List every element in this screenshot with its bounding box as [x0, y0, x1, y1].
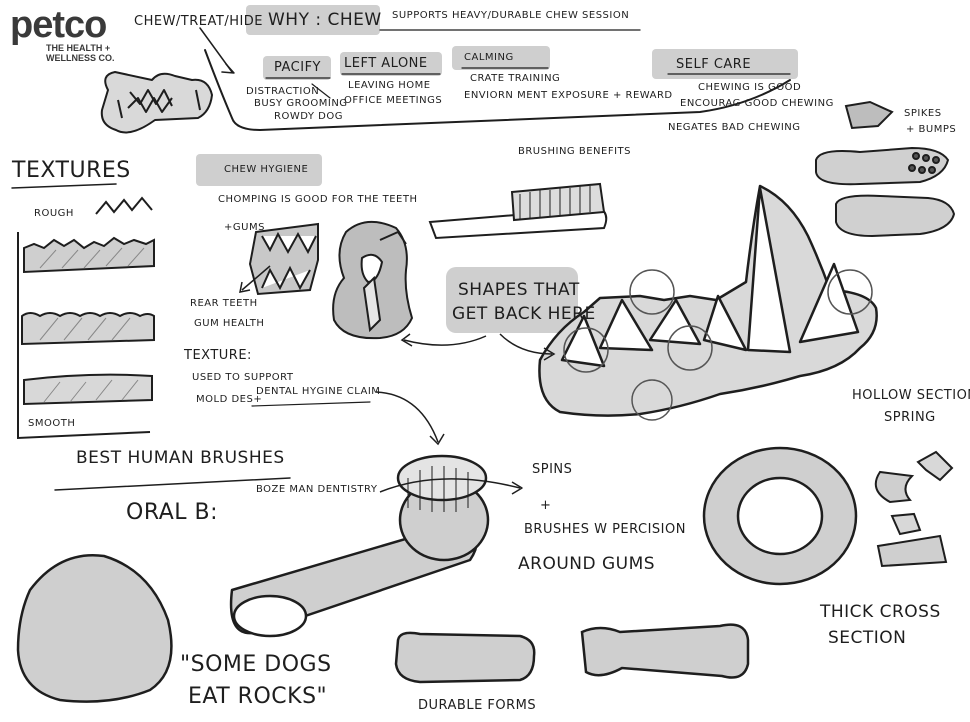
- around-gums-label: AROUND GUMS: [518, 554, 656, 574]
- pacify-highlight: [263, 56, 331, 80]
- left-alone-item-2: OFFICE MEETINGS: [344, 95, 443, 106]
- pacify-title: PACIFY: [274, 60, 322, 75]
- texture-samples: [17, 196, 155, 440]
- durable-forms: [394, 623, 750, 684]
- chew-hygiene-line2: +GUMS: [224, 222, 265, 233]
- thick-cross-label: THICK CROSS: [820, 602, 941, 622]
- shapes-highlight: [446, 267, 578, 333]
- rear-teeth-label: REAR TEETH: [190, 298, 258, 309]
- teeth-sketch: [239, 222, 319, 296]
- bozeman-label: BOZE MAN DENTISTRY: [256, 484, 378, 495]
- self-care-item-1: CHEWING IS GOOD: [698, 82, 802, 93]
- texture-rough-label: ROUGH: [34, 208, 74, 219]
- logo-tagline: THE HEALTH + WELLNESS CO.: [46, 43, 115, 63]
- spins-label: SPINS: [532, 462, 573, 477]
- durable-forms-label: DURABLE FORMS: [418, 698, 537, 713]
- dental-claim-label: DENTAL HYGINE CLAIM: [256, 386, 381, 397]
- plus-label: +: [540, 498, 552, 513]
- rock-sketch: [16, 554, 173, 703]
- brushing-benefits-label: BRUSHING BENEFITS: [518, 146, 631, 157]
- supports-label: SUPPORTS HEAVY/DURABLE CHEW SESSION: [392, 10, 630, 21]
- bumps-label: + BUMPS: [906, 124, 957, 135]
- calming-highlight: [452, 46, 550, 70]
- dog-sketch: [332, 221, 414, 340]
- oral-b-label: ORAL B:: [126, 500, 219, 525]
- left-alone-highlight: [340, 52, 442, 76]
- spike-toys: [815, 100, 956, 238]
- hollow-section-label: HOLLOW SECTION: [852, 388, 970, 403]
- section-label: SECTION: [828, 628, 907, 648]
- pacify-item-2: BUSY GROOMING: [254, 98, 348, 109]
- why-chew-highlight: [246, 5, 380, 35]
- chew-hygiene-line1: CHOMPING IS GOOD FOR THE TEETH: [218, 194, 418, 205]
- brushes-precision-label: BRUSHES W PERCISION: [524, 522, 686, 537]
- best-brushes-title: BEST HUMAN BRUSHES: [76, 448, 285, 468]
- calming-item-2: ENVIORN MENT EXPOSURE + REWARD: [464, 90, 673, 101]
- oral-b-brush: [229, 454, 523, 638]
- logo-tagline-line1: THE HEALTH +: [46, 43, 111, 53]
- shapes-line2: GET BACK HERE: [452, 304, 596, 324]
- petco-logo: petco: [10, 4, 107, 46]
- texture-note-title: TEXTURE:: [184, 348, 252, 363]
- calming-item-1: CRATE TRAINING: [470, 73, 561, 84]
- chew-hygiene-title: CHEW HYGIENE: [224, 164, 309, 175]
- why-chew-label: WHY : CHEW: [268, 10, 382, 30]
- left-alone-item-1: LEAVING HOME: [348, 80, 431, 91]
- chew-hygiene-highlight: [196, 154, 322, 186]
- pacify-item-1: DISTRACTION: [246, 86, 320, 97]
- gum-health-label: GUM HEALTH: [194, 318, 265, 329]
- texture-smooth-label: SMOOTH: [28, 418, 76, 429]
- texture-note-line2: MOLD DES+: [196, 394, 263, 405]
- rocks-line1: "SOME DOGS: [180, 652, 332, 677]
- texture-note-line1: USED TO SUPPORT: [192, 372, 294, 383]
- category-bracket-line: [204, 49, 791, 131]
- bone-chew-icon: [100, 71, 213, 134]
- toothbrush-sketch: [428, 182, 608, 240]
- calming-title: CALMING: [464, 52, 514, 63]
- logo-tagline-line2: WELLNESS CO.: [46, 53, 115, 63]
- spring-label: SPRING: [884, 410, 936, 425]
- self-care-item-3: NEGATES BAD CHEWING: [668, 122, 801, 133]
- rocks-line2: EAT ROCKS": [188, 684, 328, 709]
- shapes-line1: SHAPES THAT: [458, 280, 580, 300]
- cross-section-pieces: [874, 450, 954, 568]
- jaw-chew-sketch: [538, 184, 878, 417]
- pacify-item-3: ROWDY DOG: [274, 111, 343, 122]
- self-care-title: SELF CARE: [676, 57, 752, 72]
- spikes-label: SPIKES: [904, 108, 942, 119]
- self-care-item-2: ENCOURAG GOOD CHEWING: [680, 98, 834, 109]
- ring-chew-toy: [702, 446, 858, 586]
- category-label: CHEW/TREAT/HIDE: [134, 14, 264, 29]
- textures-title: TEXTURES: [12, 158, 131, 183]
- left-alone-title: LEFT ALONE: [344, 56, 428, 71]
